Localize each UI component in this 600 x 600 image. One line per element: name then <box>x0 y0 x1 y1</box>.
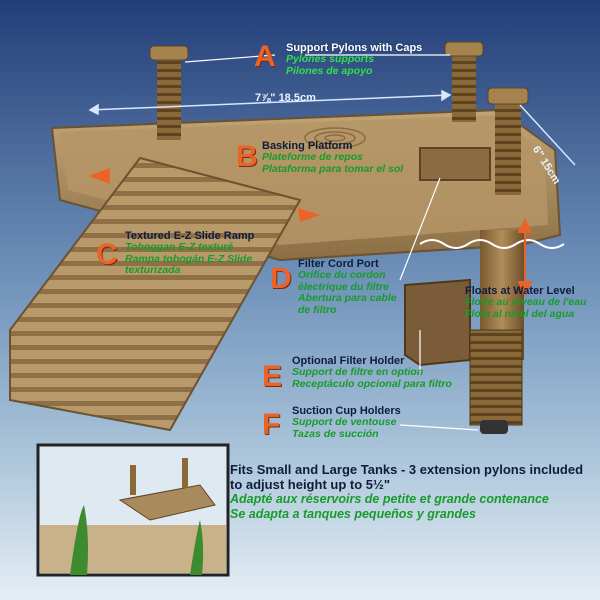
label-e-en: Optional Filter Holder <box>292 355 405 367</box>
fits-fr: Adapté aux réservoirs de petite et grand… <box>230 492 549 506</box>
letter-e: E <box>262 360 283 393</box>
label-water-en: Floats at Water Level <box>465 285 575 297</box>
platform-texture-rings <box>304 127 366 149</box>
label-support-pylons: Support Pylons with Caps Pylones support… <box>286 42 436 77</box>
pylon-right <box>487 87 529 195</box>
water-level-line <box>419 239 565 249</box>
pylon-middle <box>444 41 484 122</box>
filter-port-box <box>419 147 491 181</box>
label-d-fr: Orifice du cordon électrique du filtre <box>298 269 390 293</box>
label-c-es: Rampa tobogán E-Z Slide texturizada <box>125 252 253 276</box>
suction-cup-post <box>469 329 523 426</box>
label-f-es: Tazas de succión <box>292 427 379 440</box>
label-b-es: Plataforma para tomar el sol <box>262 162 404 175</box>
label-f-en: Suction Cup Holders <box>292 405 401 417</box>
label-slide-ramp: Textured E-Z Slide Ramp Toboggan E-Z tex… <box>125 230 265 277</box>
letter-f: F <box>262 408 281 441</box>
label-a-es: Pilones de apoyo <box>286 64 373 77</box>
fits-es: Se adapta a tanques pequeños y grandes <box>230 507 476 521</box>
label-water-level: Floats at Water Level Flotte au niveau d… <box>465 285 595 320</box>
letter-b: B <box>236 140 258 173</box>
tank-illustration <box>36 443 230 577</box>
depth-dimension <box>519 104 576 166</box>
label-e-fr: Support de filtre en option <box>292 366 424 378</box>
slide-ramp <box>9 156 302 432</box>
label-c-en: Textured E-Z Slide Ramp <box>125 230 255 242</box>
water-level-arrow <box>517 217 533 297</box>
label-filter-holder: Optional Filter Holder Support de filtre… <box>292 355 457 390</box>
label-d-es: Abertura para cable de filtro <box>298 292 397 316</box>
width-dimension-label: 7⅞" 18.5cm <box>255 92 316 104</box>
fits-en: Fits Small and Large Tanks - 3 extension… <box>230 462 584 492</box>
letter-a: A <box>254 40 276 73</box>
callout-lines <box>184 54 479 431</box>
letter-d: D <box>270 262 292 295</box>
label-filter-cord-port: Filter Cord Port Orifice du cordon élect… <box>298 258 408 316</box>
label-f-fr: Support de ventouse <box>292 416 397 428</box>
filter-holder <box>404 278 471 367</box>
label-e-es: Receptáculo opcional para filtro <box>292 377 452 390</box>
label-c-fr: Toboggan E-Z texturé <box>125 241 234 253</box>
ramp-direction-arrows <box>88 168 320 222</box>
letter-c: C <box>96 238 118 271</box>
label-water-fr: Flotte au niveau de l'eau <box>465 296 587 308</box>
label-b-en: Basking Platform <box>262 140 353 152</box>
suction-cup <box>480 420 508 434</box>
width-dimension <box>88 89 452 116</box>
label-water-es: Flota al nivel del agua <box>465 307 575 320</box>
label-d-en: Filter Cord Port <box>298 258 379 270</box>
pylon-left <box>149 45 189 140</box>
label-a-en: Support Pylons with Caps <box>286 42 423 54</box>
label-suction-cups: Suction Cup Holders Support de ventouse … <box>292 405 422 440</box>
fits-caption: Fits Small and Large Tanks - 3 extension… <box>230 462 590 522</box>
label-a-fr: Pylones supports <box>286 53 375 65</box>
label-b-fr: Plateforme de repos <box>262 151 363 163</box>
label-basking-platform: Basking Platform Plateforme de repos Pla… <box>262 140 412 175</box>
